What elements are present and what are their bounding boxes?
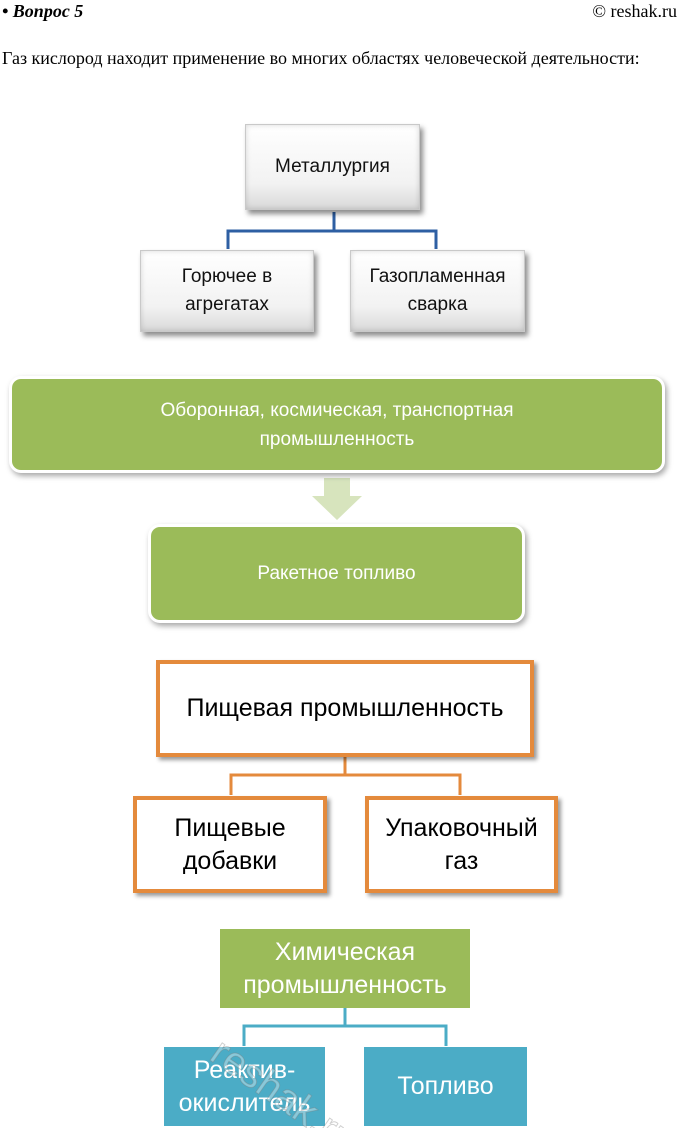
metallurgy-child-fuel: Горючее в агрегатах bbox=[140, 250, 314, 332]
food-connector-right bbox=[345, 773, 462, 795]
food-connector-left bbox=[229, 757, 347, 795]
packaging-gas-label: Упаковочный газ bbox=[385, 813, 538, 875]
chemical-connector-left bbox=[242, 1008, 347, 1046]
metallurgy-connector-right bbox=[334, 229, 438, 249]
packaging-gas-box: Упаковочный газ bbox=[365, 796, 558, 893]
rocket-fuel-box: Ракетное топливо bbox=[151, 527, 522, 620]
metallurgy-root: Металлургия bbox=[245, 124, 420, 210]
reagent-oxidizer-box: Реактив-окислитель bbox=[164, 1047, 325, 1126]
food-industry-label: Пищевая промышленность bbox=[186, 694, 504, 722]
food-industry-root: Пищевая промышленность bbox=[156, 660, 534, 757]
metallurgy-child-welding: Газопламенная сварка bbox=[350, 250, 525, 332]
fuel-label: Топливо bbox=[397, 1072, 494, 1100]
chemical-industry-label: Химическая промышленность bbox=[243, 937, 447, 999]
metallurgy-connector-left bbox=[226, 212, 336, 249]
reagent-oxidizer-label: Реактив-окислитель bbox=[178, 1055, 311, 1117]
metallurgy-child-welding-label: Газопламенная сварка bbox=[369, 266, 506, 315]
copyright: © reshak.ru bbox=[592, 1, 677, 21]
chemical-connector-right bbox=[345, 1024, 448, 1046]
defense-industry-label: Оборонная, космическая, транспортная про… bbox=[160, 399, 514, 450]
rocket-fuel-label: Ракетное топливо bbox=[257, 563, 416, 584]
metallurgy-child-fuel-label: Горючее в агрегатах bbox=[181, 266, 273, 315]
fuel-box: Топливо bbox=[364, 1047, 527, 1126]
chemical-industry-root: Химическая промышленность bbox=[220, 929, 470, 1008]
metallurgy-root-label: Металлургия bbox=[275, 156, 390, 177]
question-title: • Вопрос 5 bbox=[2, 1, 84, 21]
food-additives-label: Пищевые добавки bbox=[174, 813, 286, 875]
defense-industry-box: Оборонная, космическая, транспортная про… bbox=[12, 379, 662, 470]
food-additives-box: Пищевые добавки bbox=[133, 796, 327, 893]
intro-paragraph: Газ кислород находит применение во многи… bbox=[2, 48, 640, 68]
down-arrow-icon bbox=[312, 478, 362, 520]
